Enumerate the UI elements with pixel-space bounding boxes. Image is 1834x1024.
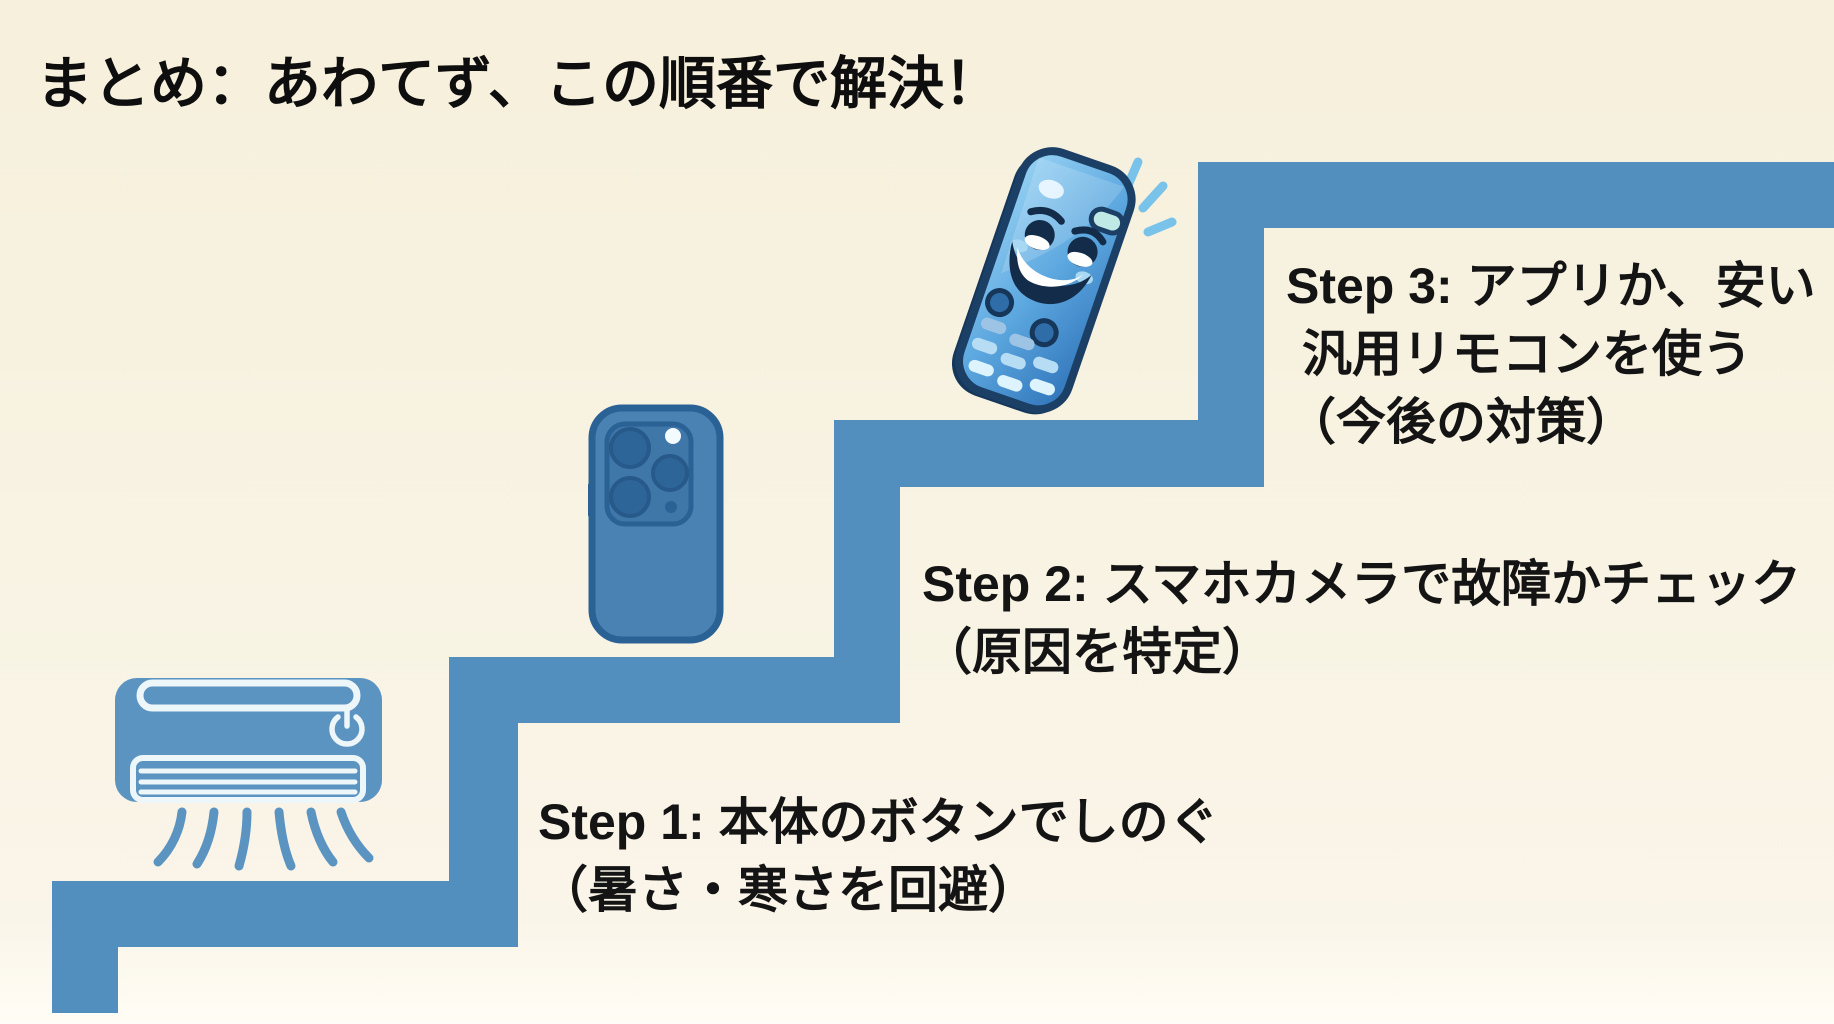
step-3-line-2: 汎用リモコンを使う xyxy=(1302,326,1752,382)
remote-eyes xyxy=(1024,219,1098,267)
ac-top-vent xyxy=(136,679,361,712)
remote-eyebrows xyxy=(1027,206,1107,246)
step-3-line-1: Step 3: アプリか、安い xyxy=(1286,258,1816,314)
phone-mic-dot xyxy=(665,501,677,513)
remote-control-icon xyxy=(951,147,1177,415)
step-3-label: Step 3: アプリか、安い 汎用リモコンを使う （今後の対策） xyxy=(1286,252,1816,456)
phone-flash xyxy=(665,428,681,444)
step-1-line-1: Step 1: 本体のボタンでしのぐ xyxy=(538,794,1219,850)
air-conditioner-icon xyxy=(115,678,382,871)
power-icon xyxy=(329,705,365,747)
ac-louver-lines xyxy=(138,768,358,795)
step-1-line-2: （暑さ・寒さを回避） xyxy=(538,862,1038,918)
remote-blush xyxy=(1010,239,1093,285)
step-2-label: Step 2: スマホカメラで故障かチェック （原因を特定） xyxy=(922,550,1801,686)
phone-camera-lenses xyxy=(609,427,689,518)
step-1-label: Step 1: 本体のボタンでしのぐ （暑さ・寒さを回避） xyxy=(538,788,1219,924)
remote-round-buttons xyxy=(985,288,1059,348)
ac-airflow-lines xyxy=(153,807,374,871)
remote-gleam xyxy=(1038,179,1064,199)
remote-button-grid xyxy=(968,317,1059,396)
remote-mouth xyxy=(1009,241,1092,305)
step-3-line-3: （今後の対策） xyxy=(1286,394,1636,450)
page-title: まとめ：あわてず、この順番で解決！ xyxy=(36,52,1002,116)
step-2-line-2: （原因を特定） xyxy=(922,624,1272,680)
staircase-polygon xyxy=(52,162,1834,1013)
step-2-line-1: Step 2: スマホカメラで故障かチェック xyxy=(922,556,1802,612)
remote-ir-window xyxy=(1088,206,1126,236)
smartphone-icon xyxy=(588,404,724,644)
ac-louver-box xyxy=(130,755,366,803)
